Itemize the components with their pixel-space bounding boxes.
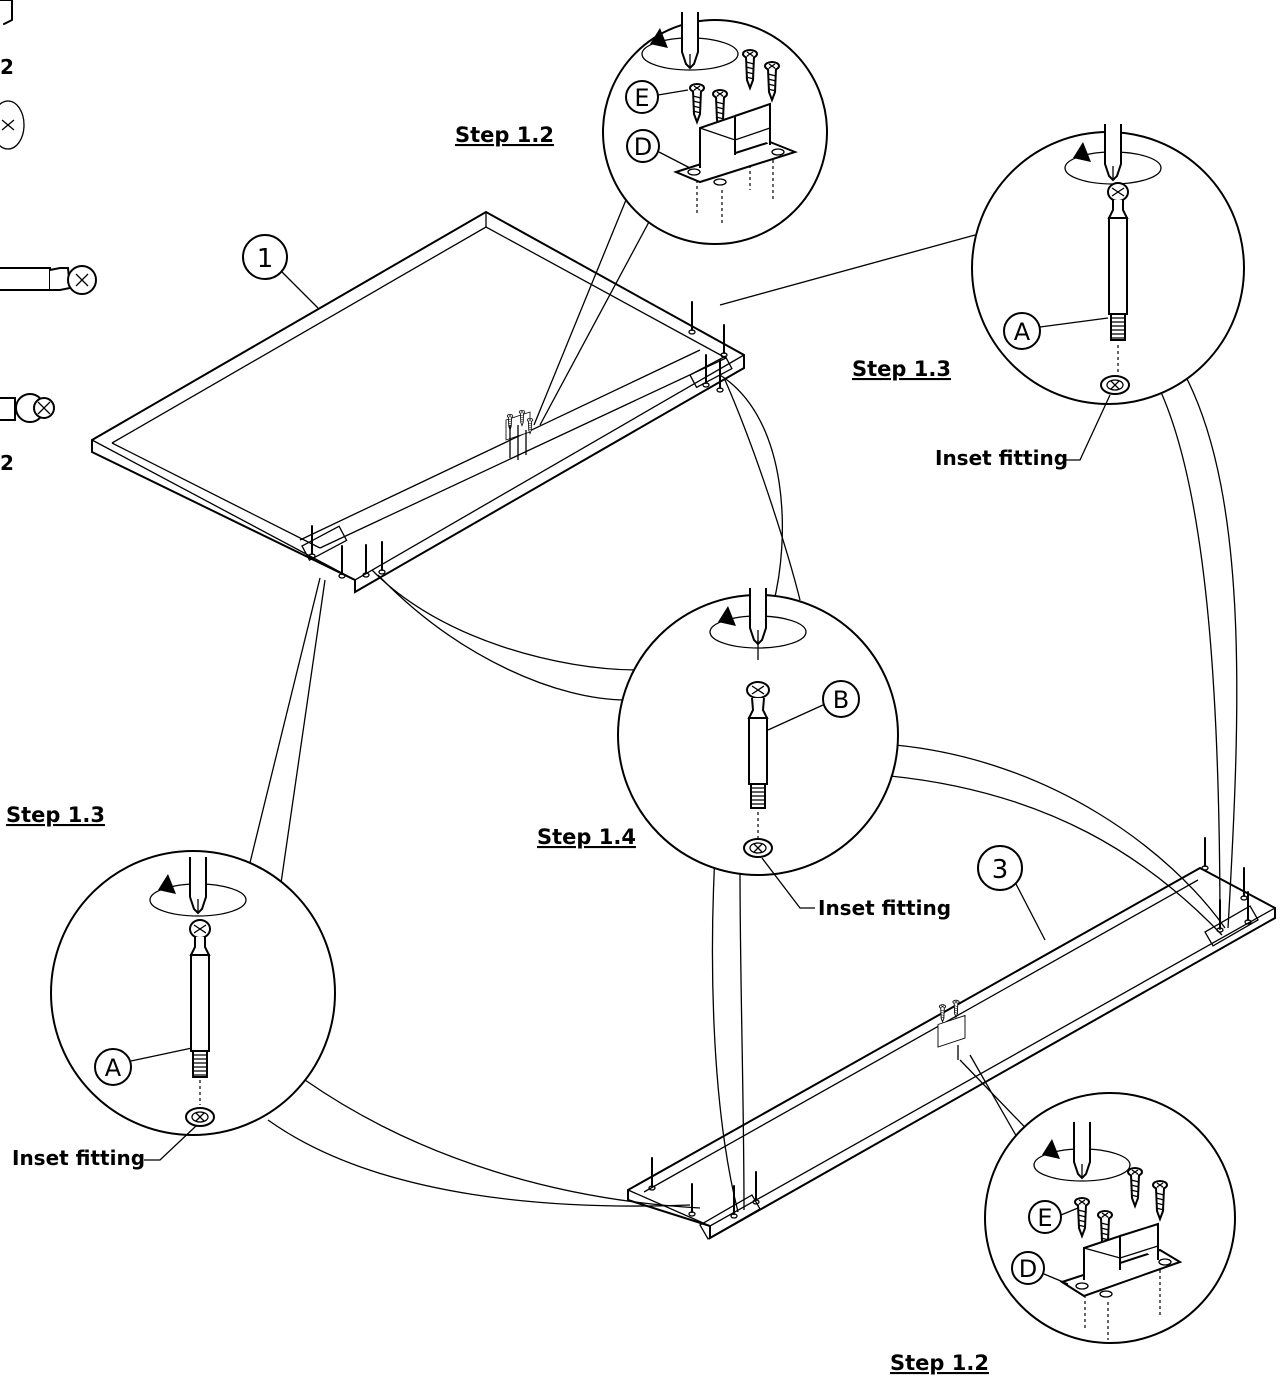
callout-d-bottom [1011, 1251, 1045, 1285]
step-1-2-bottom-heading: Step 1.2 [890, 1351, 989, 1375]
svg-text:Inset fitting: Inset fitting [12, 1146, 145, 1170]
callout-b-label: B [833, 686, 849, 714]
partial-part-left-edge: 2 2 [0, 0, 97, 475]
step-1-3-right-heading: Step 1.3 [852, 357, 951, 381]
inset-fitting-label-left: Inset fitting [12, 1125, 197, 1170]
callout-e-bottom [1028, 1200, 1062, 1234]
step-1-4-heading: Step 1.4 [537, 825, 636, 849]
callout-a-left [94, 1048, 132, 1086]
detail-circle-step-1-2-bottom: E D [984, 1092, 1236, 1344]
detail-circle-step-1-2-top: E D [602, 11, 828, 245]
svg-text:2: 2 [0, 55, 14, 79]
callout-e-top-label: E [634, 84, 649, 112]
callout-a-right-label: A [1014, 318, 1031, 346]
callout-part-1-label: 1 [257, 244, 274, 274]
detail-circle-step-1-4: B [617, 587, 899, 876]
callout-d-top [626, 129, 660, 163]
panel-3 [627, 837, 1276, 1240]
detail-circle-step-1-3-left: A [50, 850, 336, 1136]
step-1-3-left-heading: Step 1.3 [6, 803, 105, 827]
callout-d-bottom-label: D [1019, 1255, 1037, 1283]
inset-fitting-label-center: Inset fitting [761, 857, 951, 920]
callout-e-top [625, 80, 659, 114]
callout-part-1 [242, 234, 288, 280]
frame-panel-1 [91, 210, 745, 594]
callout-part-3-label: 3 [992, 855, 1009, 885]
svg-text:Inset fitting: Inset fitting [935, 446, 1068, 470]
callout-part-3 [977, 845, 1023, 891]
svg-text:2: 2 [0, 451, 14, 475]
callout-a-right [1003, 312, 1041, 350]
detail-circle-step-1-3-right: A [971, 123, 1245, 405]
inset-fitting-label-right: Inset fitting [935, 394, 1111, 470]
svg-text:Inset fitting: Inset fitting [818, 896, 951, 920]
leader-lines [244, 194, 1238, 1213]
callout-a-left-label: A [105, 1054, 122, 1082]
callout-e-bottom-label: E [1037, 1204, 1052, 1232]
callout-b [822, 680, 860, 718]
callout-d-top-label: D [634, 133, 652, 161]
step-1-2-top-heading: Step 1.2 [455, 123, 554, 147]
